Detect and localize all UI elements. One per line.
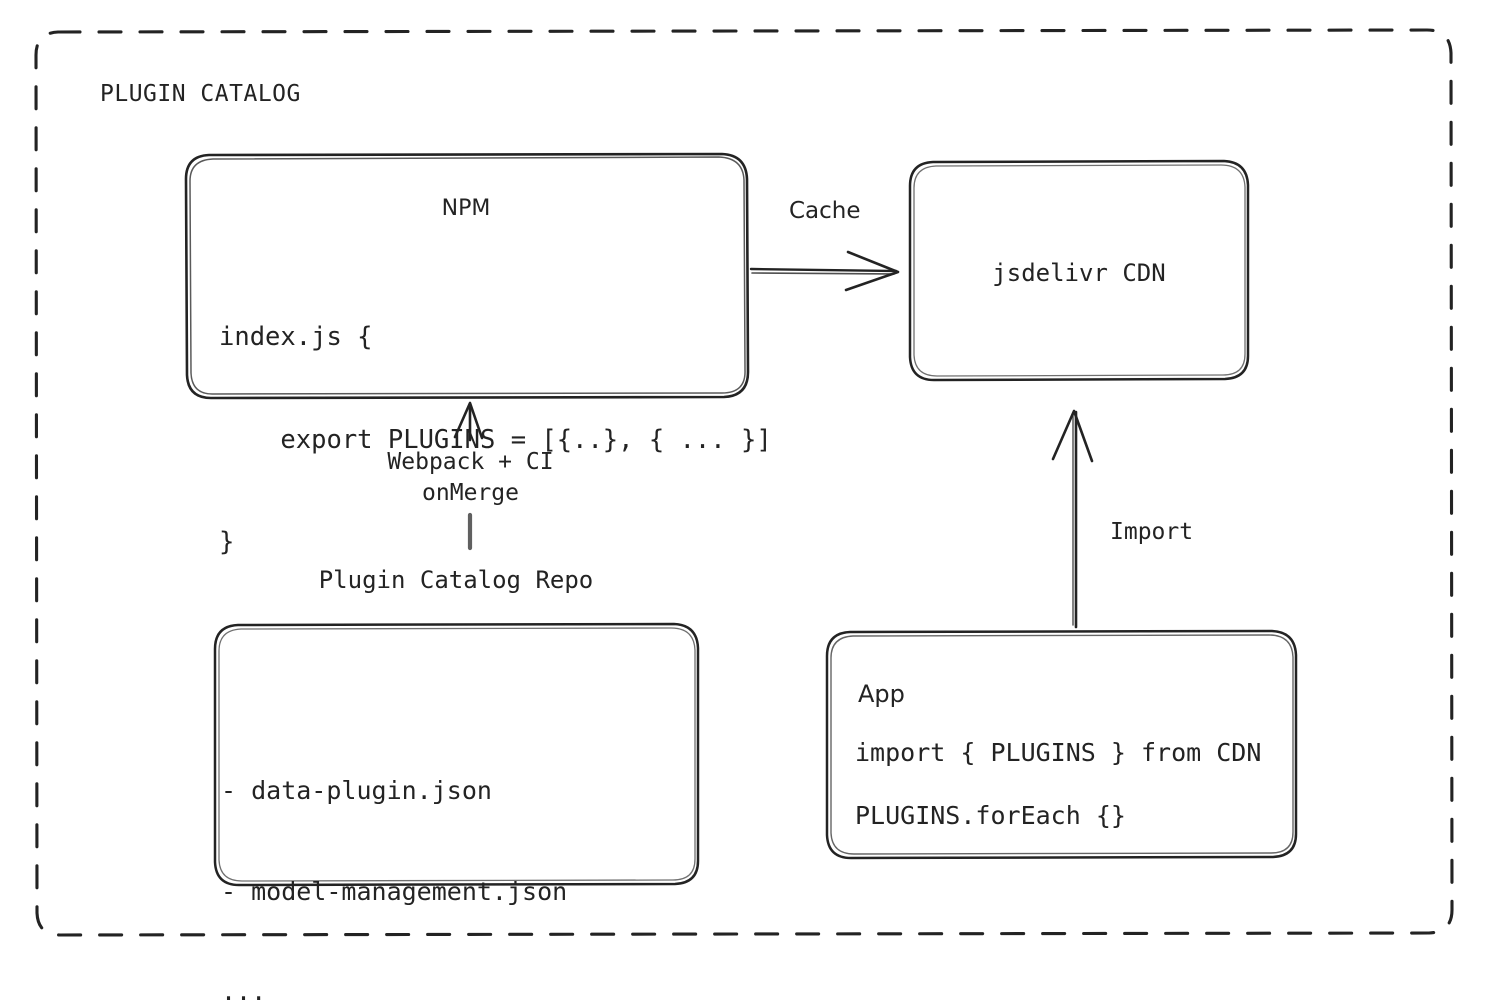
npm-code-line: } [219,527,235,558]
cache-edge-line [749,267,898,273]
repo-file-item: - model-management.json [221,876,568,906]
npm-node-title: NPM [441,196,491,221]
npm-code-line: export PLUGINS = [{..}, { ... }] [219,424,772,455]
cache-edge-line-sketch [751,272,895,275]
repo-file-item: ... [221,977,267,1002]
repo-file-list: - data-plugin.json - model-management.js… [221,707,567,1002]
cache-edge-label: Cache [789,198,861,224]
repo-file-item: - data-plugin.json [221,776,492,805]
app-code-line-import: import { PLUGINS } from CDN [855,738,1262,767]
repo-node-caption: Plugin Catalog Repo [318,566,594,594]
build-edge-label: Webpack + CI onMerge [387,449,554,507]
import-edge-label: Import [1110,519,1194,545]
app-node-title: App [858,680,905,708]
cache-edge-arrowhead [844,250,900,292]
npm-code-block: index.js { export PLUGINS = [{..}, { ...… [219,252,772,628]
plugin-catalog-title: PLUGIN CATALOG [100,81,301,107]
npm-code-line: index.js { [219,322,373,353]
import-edge-arrowhead [1051,409,1094,463]
app-code-line-foreach: PLUGINS.forEach {} [855,801,1126,830]
cdn-node-title: jsdelivr CDN [992,259,1166,287]
